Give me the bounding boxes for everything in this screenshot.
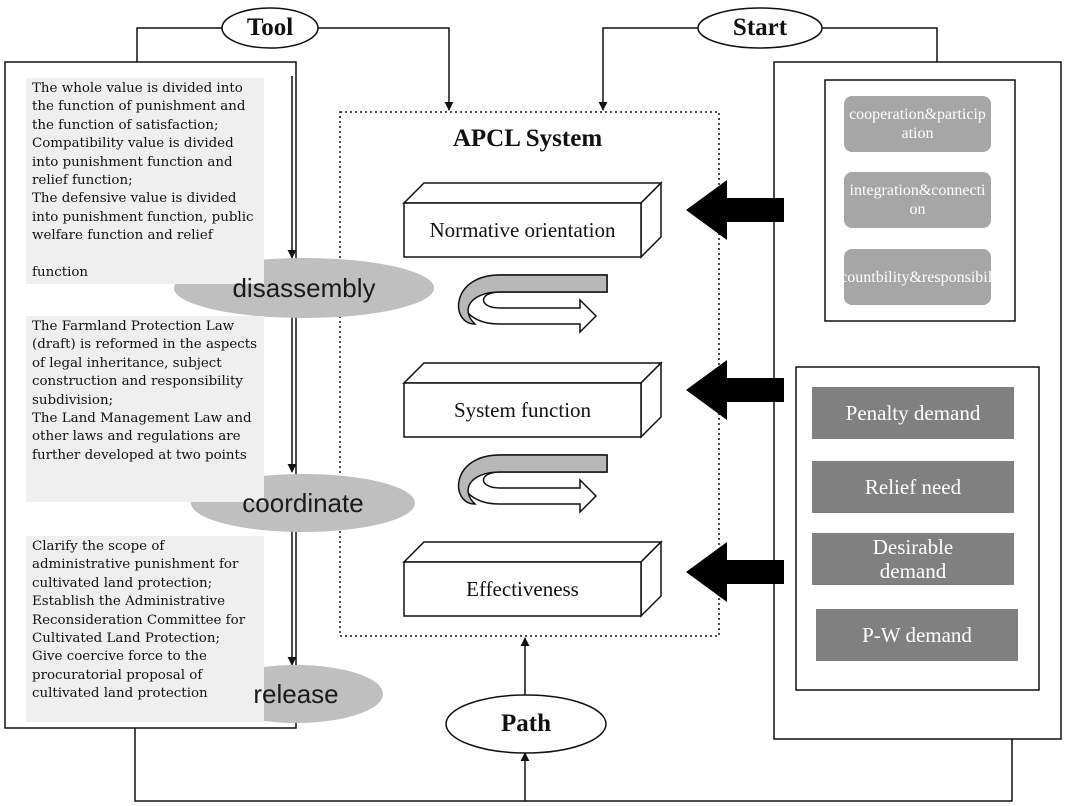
text-box-3: Clarify the scope of administrative puni… bbox=[26, 536, 264, 722]
demands-frame bbox=[795, 366, 1040, 691]
box-effectiveness: Effectiveness bbox=[466, 576, 579, 601]
principles-frame bbox=[824, 79, 1016, 322]
principle-accountability: accountbility&responsibility bbox=[826, 249, 1009, 305]
tool-to-left-frame-line bbox=[136, 27, 222, 62]
thick-arrow-1 bbox=[686, 180, 784, 240]
text-box-2: The Farmland Protection Law (draft) is r… bbox=[26, 316, 264, 502]
tool-to-system-arrow bbox=[318, 27, 454, 111]
principle-integration: integration&connection bbox=[844, 172, 991, 228]
step-coordinate: coordinate bbox=[242, 487, 364, 518]
curved-arrow-1 bbox=[457, 274, 608, 334]
tool-oval bbox=[221, 7, 319, 49]
demand-pw: P-W demand bbox=[816, 609, 1018, 661]
demand-penalty: Penalty demand bbox=[812, 387, 1014, 439]
step-disassembly: disassembly bbox=[232, 272, 376, 303]
start-oval bbox=[697, 7, 823, 49]
box-system-function: System function bbox=[453, 397, 592, 422]
path-bottom-line bbox=[134, 728, 1013, 802]
path-label: Path bbox=[501, 710, 551, 737]
demand-relief: Relief need bbox=[812, 461, 1014, 513]
thick-arrow-3 bbox=[686, 542, 784, 602]
box-3d-1 bbox=[402, 181, 663, 259]
curved-arrow-2 bbox=[457, 454, 608, 514]
system-title: APCL System bbox=[452, 125, 603, 152]
demand-desirable: Desirable demand bbox=[812, 533, 1014, 585]
thick-arrow-2 bbox=[686, 360, 784, 420]
box-3d-2 bbox=[402, 361, 663, 439]
start-to-right-frame-line bbox=[822, 27, 938, 62]
tool-label: Tool bbox=[246, 14, 294, 41]
text-box-1: The whole value is divided into the func… bbox=[26, 78, 264, 284]
start-label: Start bbox=[732, 14, 788, 41]
box-normative-orientation: Normative orientation bbox=[429, 217, 616, 242]
start-to-system-arrow bbox=[598, 27, 698, 111]
left-frame bbox=[4, 61, 297, 729]
principle-cooperation: cooperation&participation bbox=[844, 96, 991, 152]
box-3d-3 bbox=[402, 540, 663, 618]
path-oval bbox=[445, 694, 607, 754]
step-release: release bbox=[253, 678, 339, 709]
